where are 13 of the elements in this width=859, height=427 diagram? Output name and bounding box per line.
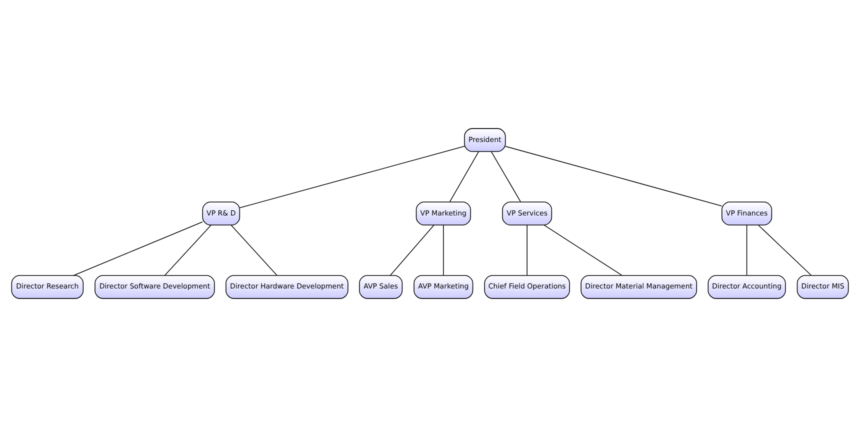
connector [448,151,478,202]
connector [757,224,812,276]
connector [504,146,722,206]
connector [526,224,527,276]
connector [543,224,622,276]
connector [72,221,202,276]
connector [238,146,464,208]
connector [230,224,277,276]
connector [490,151,520,202]
connector [390,224,434,276]
connector [164,224,211,276]
connector [442,224,444,276]
connector [746,224,747,276]
